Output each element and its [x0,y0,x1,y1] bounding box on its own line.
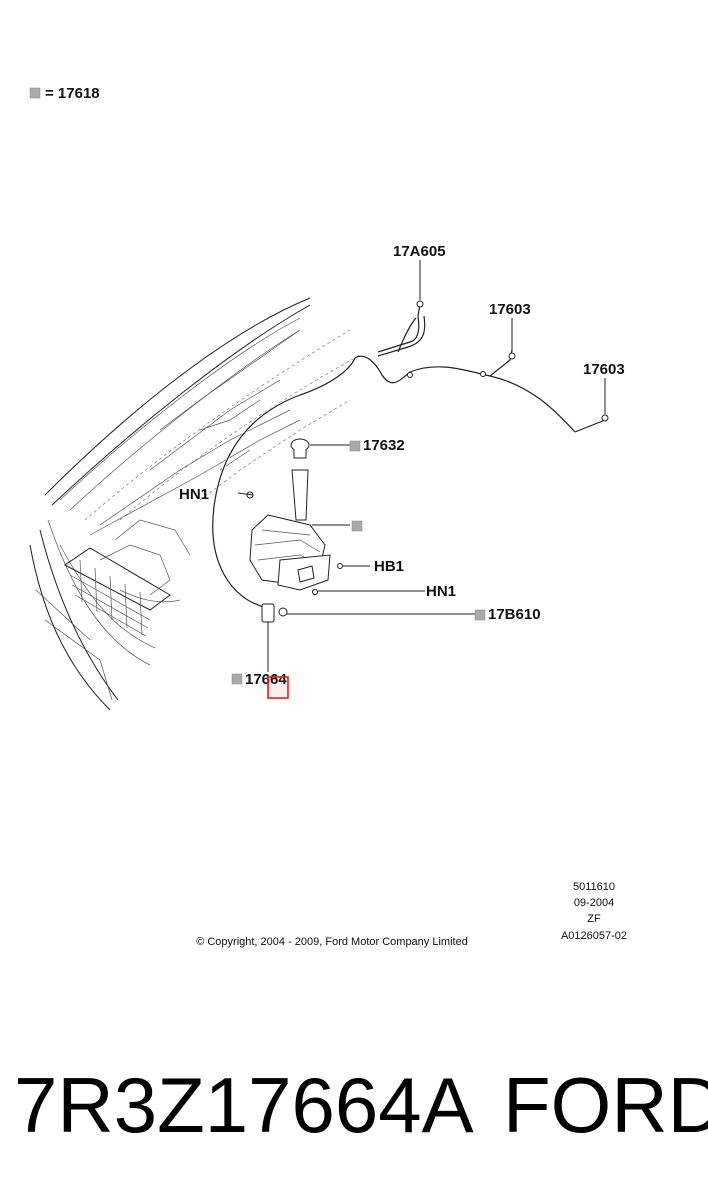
callout-filler-cap-swatch [349,440,361,452]
callout-clip[interactable]: HB1 [374,558,404,575]
legend: = 17618 [29,85,100,102]
legend-swatch [29,87,41,99]
part-number: 7R3Z17664A [14,1061,474,1149]
callout-washer-hose[interactable]: 17A605 [393,243,446,260]
legend-text: = 17618 [45,85,100,102]
callout-pin-right[interactable]: HN1 [426,583,456,600]
callout-reservoir-swatch [351,520,363,532]
copyright-text: © Copyright, 2004 - 2009, Ford Motor Com… [196,936,468,948]
leader-lines [237,260,606,672]
callout-labels: 17A605 17603 17603 17632 HN1 HB1 HN1 17B… [179,243,625,699]
brand-name: FORD [503,1061,708,1149]
reference-line-4: A0126057-02 [561,930,627,942]
callout-washer-pump-swatch [231,673,243,685]
reference-block: 5011610 09-2004 ZF A0126057-02 [561,881,627,942]
callout-filler-cap[interactable]: 17632 [363,437,405,454]
callout-pin-left[interactable]: HN1 [179,486,209,503]
callout-nozzle-left[interactable]: 17603 [583,361,625,378]
washer-hose-routing [211,300,609,610]
reference-line-2: 09-2004 [574,897,614,909]
callout-washer-pump[interactable]: 17664 [245,671,287,688]
reference-line-3: ZF [587,913,601,925]
callout-nozzle-right[interactable]: 17603 [489,301,531,318]
callout-pump-connector[interactable]: 17B610 [488,606,541,623]
reference-line-1: 5011610 [573,881,615,893]
callout-pump-connector-swatch [474,609,486,621]
highlight-box [267,676,289,699]
washer-reservoir [246,438,343,623]
vehicle-front-outline [29,297,361,711]
